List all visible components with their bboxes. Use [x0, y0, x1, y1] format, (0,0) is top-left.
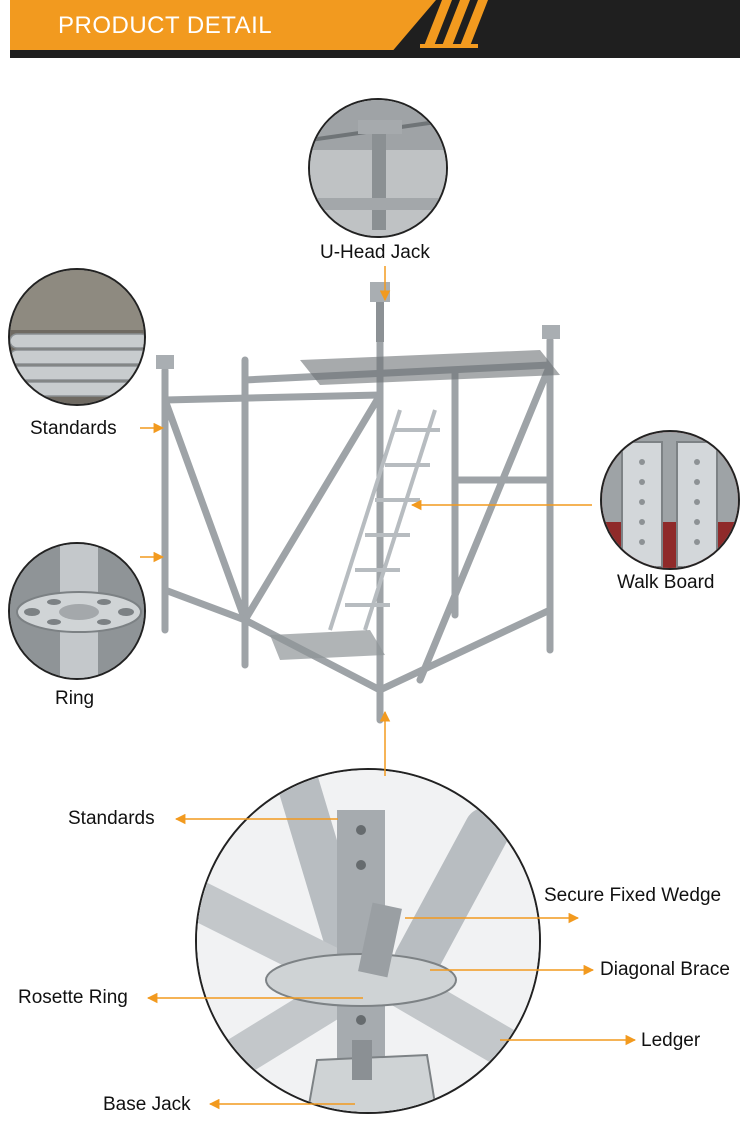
- u-head-jack-photo: [308, 98, 448, 238]
- banner-stripes-icon: [420, 0, 488, 48]
- label-standards-top: Standards: [30, 418, 117, 439]
- banner-accent: [10, 0, 436, 50]
- label-diagonal-brace: Diagonal Brace: [600, 959, 730, 980]
- header-banner: PRODUCT DETAIL: [10, 0, 740, 58]
- label-u-head-jack: U-Head Jack: [320, 242, 430, 263]
- label-secure-fixed-wedge: Secure Fixed Wedge: [544, 885, 722, 906]
- ringlock-joint-closeup: [195, 768, 541, 1114]
- label-rosette-ring: Rosette Ring: [18, 987, 128, 1008]
- label-base-jack: Base Jack: [103, 1094, 191, 1115]
- label-walk-board: Walk Board: [617, 572, 715, 593]
- scaffold-tower-illustration: [156, 282, 560, 724]
- ring-photo: [8, 542, 146, 680]
- label-ring: Ring: [55, 688, 95, 709]
- label-ledger: Ledger: [641, 1030, 701, 1051]
- standards-photo: [8, 268, 146, 406]
- banner-title: PRODUCT DETAIL: [58, 12, 273, 39]
- walk-board-photo: [600, 430, 740, 570]
- label-standards-detail: Standards: [68, 808, 155, 829]
